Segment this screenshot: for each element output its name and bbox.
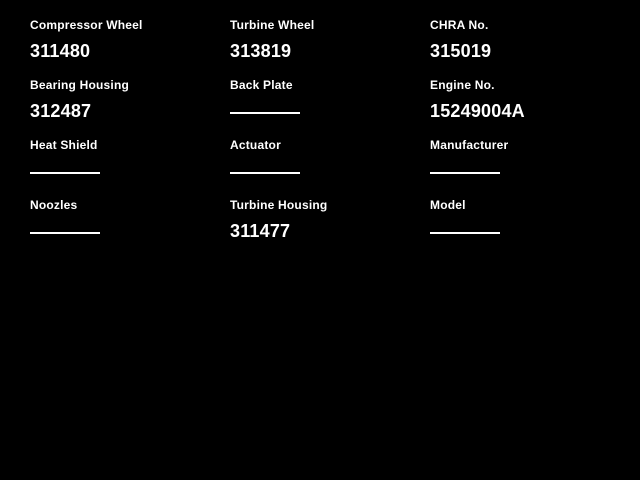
field-compressor-wheel: Compressor Wheel 311480 (30, 16, 230, 76)
field-label: CHRA No. (430, 18, 489, 32)
field-label: Bearing Housing (30, 78, 130, 92)
field-chra-no: CHRA No. 315019 (430, 16, 630, 76)
field-value: 311480 (30, 41, 91, 61)
parts-info-grid: Compressor Wheel 311480 Turbine Wheel 31… (30, 16, 630, 256)
blank-line (230, 172, 300, 174)
field-label: Model (430, 198, 466, 212)
field-engine-no: Engine No. 15249004A (430, 76, 630, 136)
field-value: 15249004A (430, 101, 525, 121)
field-label: Manufacturer (430, 138, 509, 152)
blank-line (230, 112, 300, 114)
field-label: Compressor Wheel (30, 18, 143, 32)
field-actuator: Actuator (230, 136, 430, 196)
field-manufacturer: Manufacturer (430, 136, 630, 196)
blank-line (430, 172, 500, 174)
field-value: 311477 (230, 221, 291, 241)
field-label: Back Plate (230, 78, 293, 92)
field-turbine-wheel: Turbine Wheel 313819 (230, 16, 430, 76)
blank-line (430, 232, 500, 234)
field-label: Actuator (230, 138, 281, 152)
field-label: Noozles (30, 198, 78, 212)
blank-line (30, 232, 100, 234)
field-heat-shield: Heat Shield (30, 136, 230, 196)
field-label: Heat Shield (30, 138, 98, 152)
field-bearing-housing: Bearing Housing 312487 (30, 76, 230, 136)
blank-line (30, 172, 100, 174)
field-back-plate: Back Plate (230, 76, 430, 136)
field-value: 313819 (230, 41, 292, 61)
field-value: 315019 (430, 41, 492, 61)
field-value: 312487 (30, 101, 92, 121)
field-turbine-housing: Turbine Housing 311477 (230, 196, 430, 256)
field-noozles: Noozles (30, 196, 230, 256)
field-label: Turbine Housing (230, 198, 328, 212)
field-label: Turbine Wheel (230, 18, 315, 32)
field-model: Model (430, 196, 630, 256)
field-label: Engine No. (430, 78, 495, 92)
